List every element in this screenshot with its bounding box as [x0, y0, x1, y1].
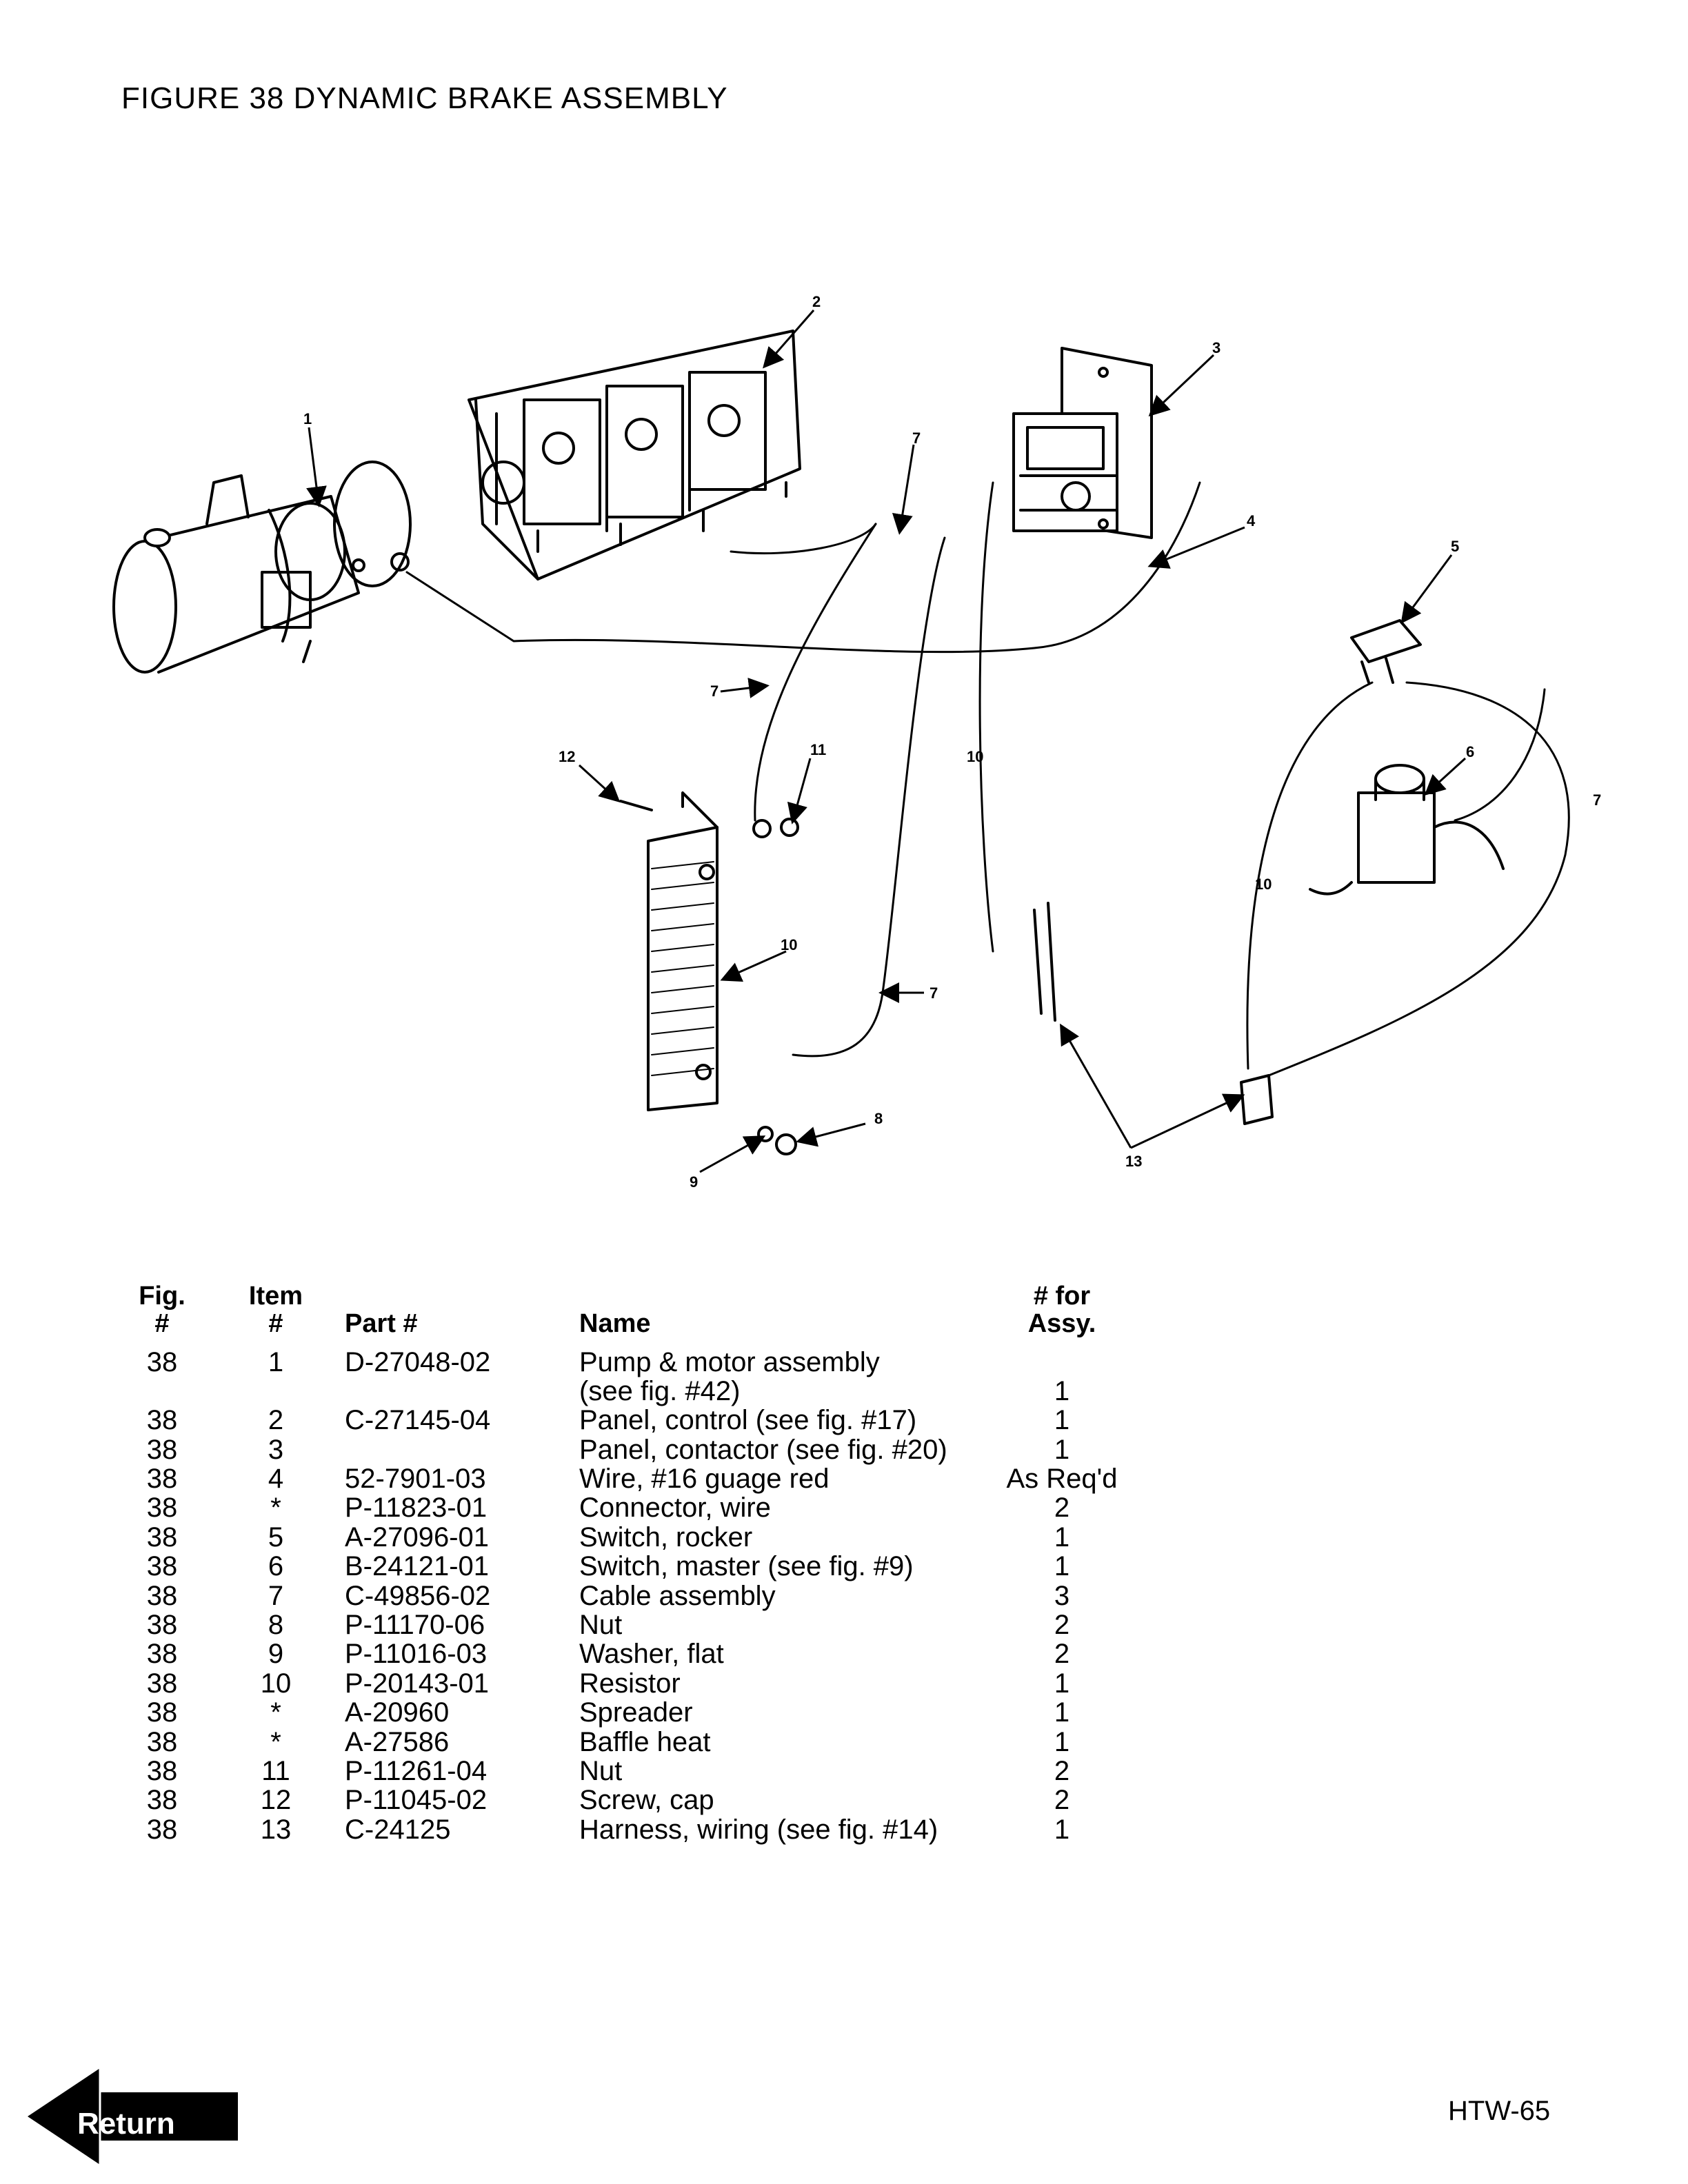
callout-10-resistor: 10 [781, 936, 797, 953]
control-panel-drawing [468, 330, 801, 580]
table-row: 38 1 D-27048-02 Pump & motor assembly(se… [146, 1346, 1070, 1406]
callout-7-left: 7 [710, 682, 719, 700]
page-identifier: HTW-65 [1448, 2096, 1551, 2126]
contactor-panel-drawing [1012, 347, 1153, 539]
header-fig: Fig. # [139, 1282, 185, 1339]
header-qty: # for Assy. [1027, 1282, 1096, 1339]
callout-9: 9 [690, 1173, 698, 1191]
callout-10-wire: 10 [967, 748, 983, 765]
resistor-drawing [647, 791, 719, 1111]
callout-2: 2 [812, 293, 821, 310]
callout-7-right: 7 [1593, 791, 1601, 809]
return-button[interactable] [28, 2068, 248, 2165]
switches-drawing [1309, 619, 1505, 896]
callout-7-bottom: 7 [930, 984, 938, 1002]
callout-4: 4 [1247, 512, 1256, 529]
callout-11: 11 [810, 741, 826, 758]
return-label[interactable]: Return [77, 2107, 175, 2141]
callout-12: 12 [559, 748, 575, 765]
callout-13: 13 [1125, 1153, 1142, 1170]
callout-1: 1 [303, 410, 312, 427]
callout-7-top: 7 [912, 429, 921, 447]
table-header-row: Fig. # Item # Part # Name # for Assy. [117, 1282, 1131, 1348]
parts-list-table: Fig. # Item # Part # Name # for Assy. 38… [117, 1282, 1131, 1844]
dynamic-brake-diagram: 1 2 3 4 5 6 7 7 7 7 8 9 10 10 10 11 12 1… [112, 293, 1601, 1191]
callout-5: 5 [1451, 538, 1459, 555]
pump-motor-drawing [112, 461, 412, 674]
header-item: Item # [248, 1282, 303, 1339]
callout-10-right: 10 [1255, 876, 1272, 893]
harness-drawing [1033, 902, 1274, 1125]
callout-6: 6 [1466, 743, 1474, 760]
parts-table-body: 38 1 D-27048-02 Pump & motor assembly(se… [117, 1346, 1131, 1845]
header-name: Name [579, 1309, 651, 1339]
callout-8: 8 [874, 1110, 883, 1127]
figure-title: FIGURE 38 DYNAMIC BRAKE ASSEMBLY [121, 81, 728, 115]
header-part: Part # [345, 1309, 418, 1339]
callout-3: 3 [1212, 339, 1220, 356]
